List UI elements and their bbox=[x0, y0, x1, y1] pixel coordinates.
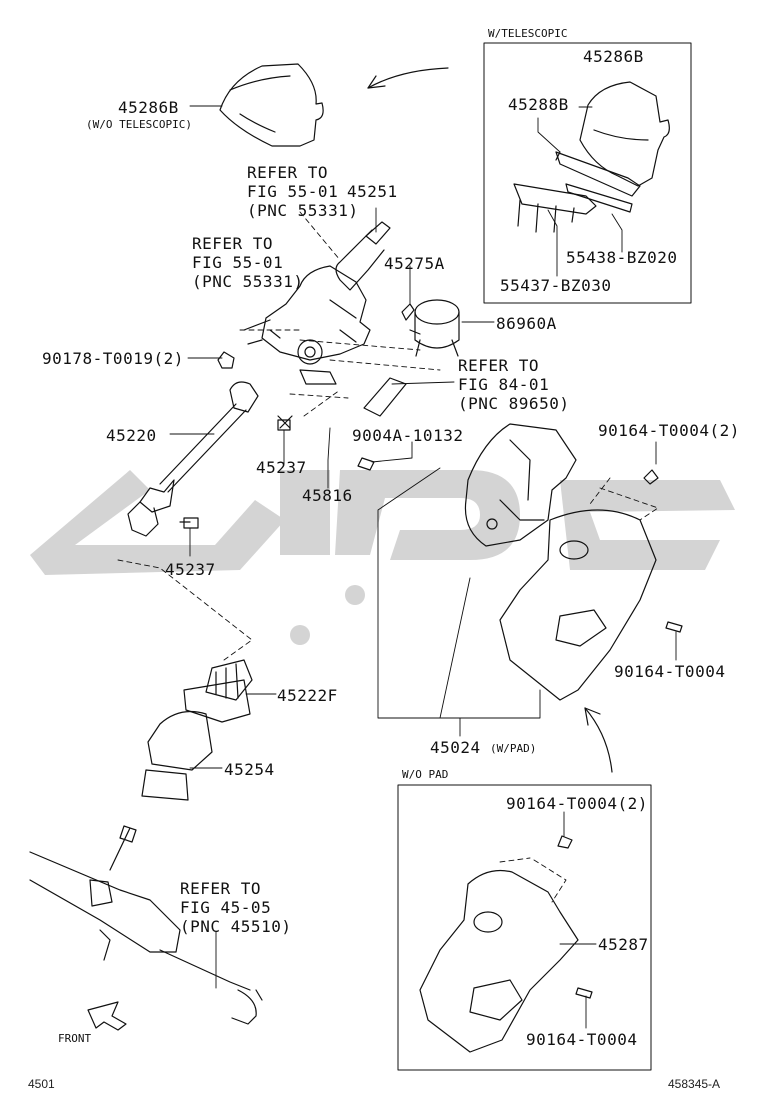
reference-note-1-line3: (PNC 55331) bbox=[247, 201, 359, 220]
part-label-90164-t0004-2-lower: 90164-T0004(2) bbox=[506, 794, 648, 813]
reference-note-3-line2: FIG 84-01 bbox=[458, 375, 550, 394]
part-label-45220: 45220 bbox=[106, 426, 157, 445]
upper-column-cover bbox=[219, 63, 324, 147]
illustration-code: 458345-A bbox=[668, 1077, 721, 1091]
reference-note-2-line2: FIG 55-01 bbox=[192, 253, 284, 272]
part-label-90178-t0019: 90178-T0019(2) bbox=[42, 349, 184, 368]
column-boot bbox=[141, 659, 253, 801]
part-label-45254: 45254 bbox=[224, 760, 275, 779]
ecu-module bbox=[363, 377, 407, 417]
telescopic-inset-frame bbox=[483, 42, 692, 304]
part-label-90164-t0004-mid: 90164-T0004 bbox=[614, 662, 726, 681]
front-direction-label: FRONT bbox=[58, 1032, 92, 1045]
reference-note-4-line1: REFER TO bbox=[180, 879, 262, 898]
leader-lines bbox=[169, 105, 677, 1029]
part-label-9004a-10132: 9004A-10132 bbox=[352, 426, 464, 445]
inset-title-telescopic: W/TELESCOPIC bbox=[488, 27, 568, 40]
part-label-45287: 45287 bbox=[598, 935, 649, 954]
part-note-45024: (W/PAD) bbox=[490, 742, 537, 755]
part-label-90164-t0004-2-upper: 90164-T0004(2) bbox=[598, 421, 740, 440]
lower-column-cover-with-pad bbox=[464, 423, 657, 701]
part-label-45816: 45816 bbox=[302, 486, 353, 505]
part-label-90164-t0004-lower: 90164-T0004 bbox=[526, 1030, 638, 1049]
figure-number: 4501 bbox=[28, 1077, 55, 1091]
actuator-motor bbox=[409, 299, 460, 357]
part-label-45237-upper: 45237 bbox=[256, 458, 307, 477]
part-label-45286b-inset: 45286B bbox=[583, 47, 644, 66]
reference-note-2-line1: REFER TO bbox=[192, 234, 274, 253]
dashed-guide-lines bbox=[117, 211, 659, 903]
reference-note-4-line3: (PNC 45510) bbox=[180, 917, 292, 936]
lower-column-cover-no-pad bbox=[419, 869, 579, 1053]
steering-rack bbox=[29, 825, 263, 1025]
rotation-arrow-icon bbox=[367, 67, 613, 773]
steering-column-assembly bbox=[243, 221, 391, 385]
reference-note-3-line1: REFER TO bbox=[458, 356, 540, 375]
part-label-45275a: 45275A bbox=[384, 254, 445, 273]
part-label-55438-bz020: 55438-BZ020 bbox=[566, 248, 678, 267]
reference-note-2-line3: (PNC 55331) bbox=[192, 272, 304, 291]
reference-note-3-line3: (PNC 89650) bbox=[458, 394, 570, 413]
part-label-45237-lower: 45237 bbox=[165, 560, 216, 579]
part-label-55437-bz030: 55437-BZ030 bbox=[500, 276, 612, 295]
part-label-45286b: 45286B bbox=[118, 98, 179, 117]
no-pad-inset-frame bbox=[397, 784, 652, 1071]
part-label-45251: 45251 bbox=[347, 182, 398, 201]
front-arrow-icon bbox=[87, 1001, 127, 1031]
reference-note-1-line2: FIG 55-01 bbox=[247, 182, 339, 201]
part-label-45222f: 45222F bbox=[277, 686, 338, 705]
watermark-logo bbox=[30, 470, 735, 645]
part-note-45286b: (W/O TELESCOPIC) bbox=[86, 118, 192, 131]
intermediate-shaft bbox=[127, 381, 259, 537]
telescopic-upper-cover bbox=[513, 81, 670, 233]
reference-note-4-line2: FIG 45-05 bbox=[180, 898, 272, 917]
part-label-45288b: 45288B bbox=[508, 95, 569, 114]
reference-note-1-line1: REFER TO bbox=[247, 163, 329, 182]
part-label-86960a: 86960A bbox=[496, 314, 557, 333]
part-label-45024: 45024 bbox=[430, 738, 481, 757]
inset-title-no-pad: W/O PAD bbox=[402, 768, 449, 781]
